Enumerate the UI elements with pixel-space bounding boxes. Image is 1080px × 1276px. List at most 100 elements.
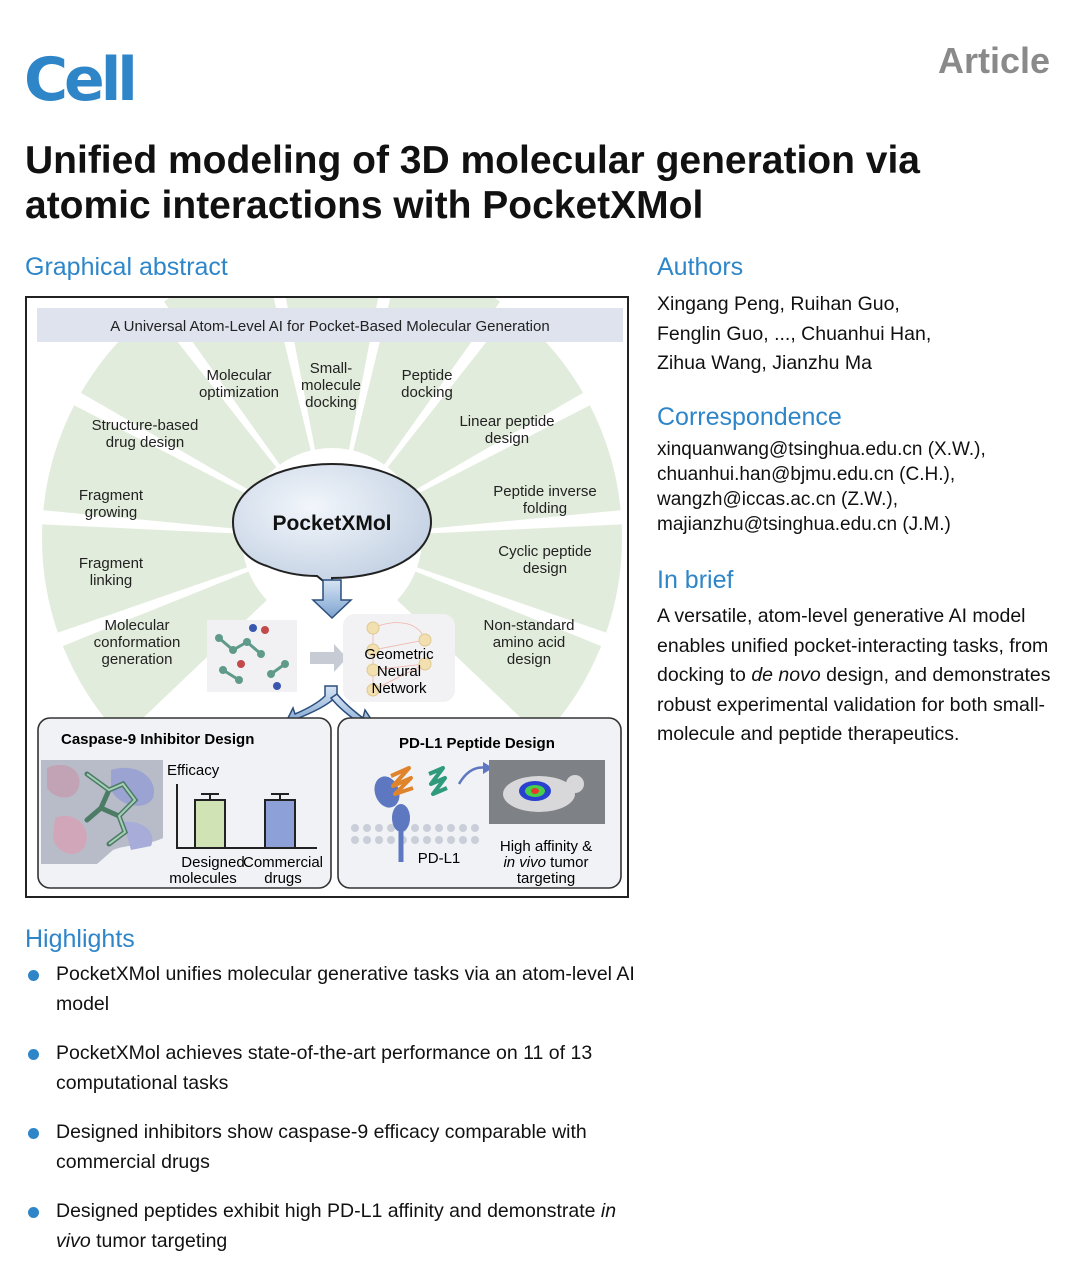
task-label-line: Cyclic peptide — [498, 543, 591, 560]
task-label-line: Non-standard — [484, 617, 575, 634]
task-label-line: Linear peptide — [459, 413, 554, 430]
task-label-line: design — [523, 560, 567, 577]
bar-label: drugs — [264, 870, 302, 887]
bar-label: Commercial — [243, 854, 323, 871]
task-label-line: growing — [85, 504, 138, 521]
task-label-line: generation — [102, 651, 173, 668]
highlight-text: PocketXMol achieves state-of-the-art per… — [56, 1042, 593, 1094]
author-line: Xingang Peng, Ruihan Guo, — [657, 293, 900, 315]
highlight-text: tumor targeting — [90, 1229, 228, 1252]
task-label-line: Peptide inverse — [493, 483, 596, 500]
efficacy-bar — [264, 799, 296, 849]
task-wedge — [417, 524, 622, 633]
correspondence-list: xinquanwang@tsinghua.edu.cn (X.W.), chua… — [657, 437, 1067, 537]
atom — [229, 646, 237, 654]
atom — [237, 660, 245, 668]
error-bar — [271, 793, 289, 800]
down-arrow — [311, 579, 353, 620]
journal-logo: Cell — [24, 45, 138, 115]
task-label-line: design — [507, 651, 551, 668]
graphical-abstract-heading: Graphical abstract — [25, 253, 228, 281]
atom — [261, 626, 269, 634]
in-brief-part: A versatile, atom-level generative AI mo… — [657, 605, 1049, 686]
molecule-cloud — [207, 620, 297, 692]
authors-heading: Authors — [657, 253, 744, 281]
in-brief-italic: de novo — [751, 664, 821, 686]
atom — [257, 650, 265, 658]
task-label-line: linking — [90, 572, 133, 589]
efficacy-bar-chart — [176, 784, 317, 849]
bar-label: Designed — [181, 854, 244, 871]
task-label-line: Small- — [310, 360, 353, 377]
article-type: Article — [937, 40, 1050, 81]
task-label-line: design — [485, 430, 529, 447]
atom — [273, 682, 281, 690]
task-label-line: Molecular — [206, 367, 271, 384]
gnn-label-line: Network — [371, 680, 427, 697]
email-link[interactable]: wangzh@iccas.ac.cn (Z.W.), — [657, 489, 899, 510]
highlights-heading: Highlights — [25, 925, 135, 953]
error-bar — [201, 793, 219, 800]
task-label-line: Molecular — [104, 617, 169, 634]
task-wedge — [397, 571, 602, 738]
in-brief-text: A versatile, atom-level generative AI mo… — [657, 602, 1057, 750]
highlight-text: PocketXMol unifies molecular generative … — [56, 963, 635, 1015]
highlight-item: PocketXMol achieves state-of-the-art per… — [25, 1039, 645, 1098]
atom — [219, 666, 227, 674]
task-label-line: drug design — [106, 434, 184, 451]
task-wedge — [80, 310, 277, 493]
gnn-diagram: Geometric Neural Network — [343, 614, 455, 702]
task-label-line: docking — [305, 394, 357, 411]
gnn-label-line: Geometric — [364, 646, 434, 663]
atom — [235, 676, 243, 684]
affinity-line: targeting — [517, 870, 575, 887]
molecule-box — [207, 620, 297, 692]
efficacy-label: Efficacy — [167, 762, 220, 779]
task-label-line: Peptide — [402, 367, 453, 384]
task-label-line: Structure-based — [92, 417, 199, 434]
task-label-line: Fragment — [79, 555, 144, 572]
mouse-imaging — [489, 760, 605, 824]
highlight-item: Designed inhibitors show caspase-9 effic… — [25, 1118, 645, 1177]
atom — [243, 638, 251, 646]
atom — [215, 634, 223, 642]
atom-cloud — [215, 624, 289, 690]
task-label-line: docking — [401, 384, 453, 401]
task-label-line: conformation — [94, 634, 181, 651]
highlight-italic: in vivo — [56, 1200, 617, 1252]
task-label-line: molecule — [301, 377, 361, 394]
affinity-line: High affinity & — [500, 838, 592, 855]
pdl1-title: PD-L1 Peptide Design — [399, 735, 555, 752]
highlights-list: PocketXMol unifies molecular generative … — [25, 960, 645, 1276]
affinity-line: in vivo tumor — [503, 854, 588, 871]
task-wedge — [412, 405, 621, 530]
paper-title: Unified modeling of 3D molecular generat… — [25, 139, 920, 227]
gnn-label-line: Neural — [377, 663, 421, 680]
highlight-text: Designed inhibitors show caspase-9 effic… — [56, 1121, 587, 1173]
task-wedge — [43, 405, 252, 530]
atom — [281, 660, 289, 668]
pdl1-label: PD-L1 — [418, 850, 461, 867]
in-brief-heading: In brief — [657, 566, 734, 594]
task-wedge — [41, 524, 247, 633]
author-line: Fenglin Guo, ..., Chuanhui Han, — [657, 322, 932, 345]
highlight-text: Designed peptides exhibit high PD-L1 aff… — [56, 1200, 601, 1222]
task-label-line: amino acid — [493, 634, 566, 651]
pdl1-illustration — [351, 762, 493, 862]
task-wedge — [387, 310, 584, 493]
pocketxmol-label: PocketXMol — [272, 512, 391, 535]
task-label-line: Fragment — [79, 487, 144, 504]
atom — [267, 670, 275, 678]
highlight-item: Designed peptides exhibit high PD-L1 aff… — [25, 1197, 645, 1256]
highlight-item: PocketXMol unifies molecular generative … — [25, 960, 645, 1019]
banner — [37, 308, 623, 342]
email-link[interactable]: majianzhu@tsinghua.edu.cn (J.M.) — [657, 514, 951, 535]
efficacy-bar — [194, 799, 226, 849]
graphical-abstract-figure: A Universal Atom-Level AI for Pocket-Bas… — [25, 296, 629, 898]
correspondence-heading: Correspondence — [657, 403, 842, 431]
email-link[interactable]: xinquanwang@tsinghua.edu.cn (X.W.), — [657, 439, 986, 460]
email-link[interactable]: chuanhui.han@bjmu.edu.cn (C.H.), — [657, 464, 956, 485]
affinity-part: tumor — [546, 854, 589, 871]
authors-list: Xingang Peng, Ruihan Guo, Fenglin Guo, .… — [657, 290, 1057, 379]
banner-text: A Universal Atom-Level AI for Pocket-Bas… — [110, 318, 549, 335]
